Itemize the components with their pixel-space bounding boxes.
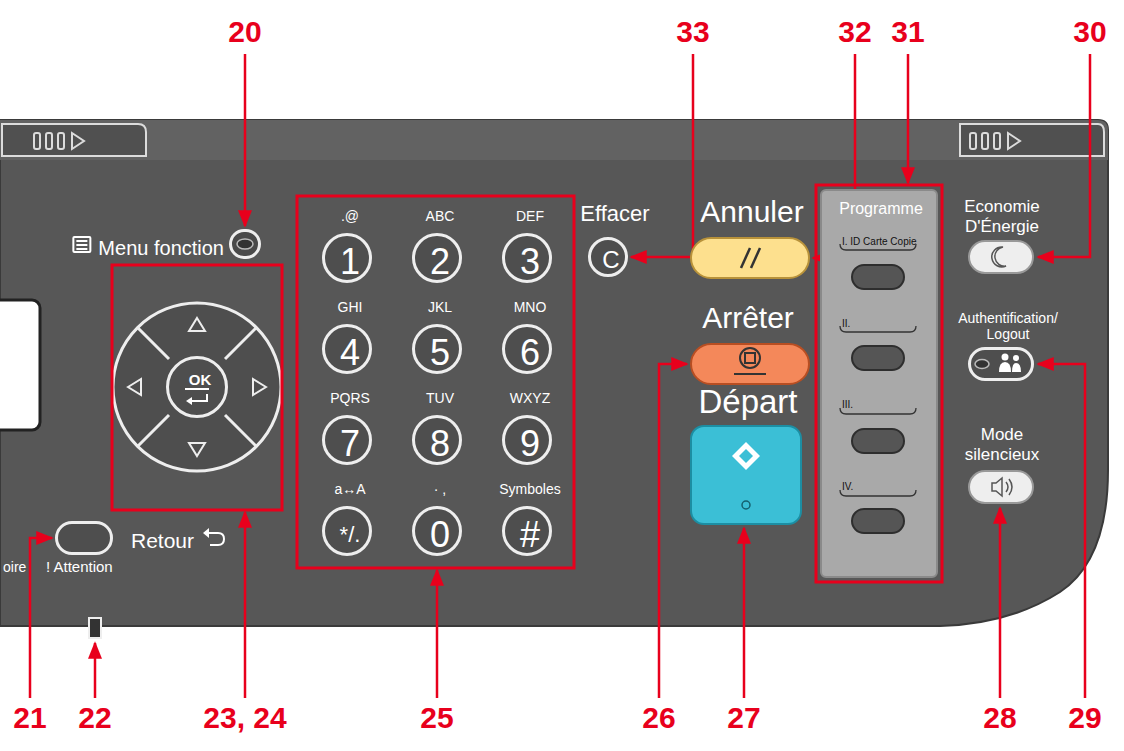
button-label: 9: [507, 423, 553, 464]
button-label: Programme: [824, 200, 938, 218]
button-label: III.: [842, 399, 918, 411]
button-label: Economie D'Énergie: [947, 197, 1057, 236]
key-letters: .@: [306, 208, 394, 224]
key-button: WXYZ9: [502, 415, 552, 465]
button-label: 7: [327, 423, 373, 464]
button-label: 4: [327, 332, 373, 373]
button-label: IV.: [842, 481, 918, 493]
key-button: MNO6: [502, 324, 552, 374]
button-label: II.: [842, 318, 918, 330]
button-label: Authentification/ Logout: [948, 310, 1068, 342]
button-label: Départ: [678, 383, 818, 421]
button-label: 5: [417, 332, 463, 373]
button-label: Retour: [131, 529, 205, 553]
button-label: 8: [417, 423, 463, 464]
button-label: #: [507, 514, 553, 555]
button-label: Annuler: [682, 195, 822, 230]
panel-text: oire: [3, 559, 43, 575]
program-button: II.: [851, 345, 905, 371]
callout-number: 23, 24: [190, 701, 300, 736]
callout-number: 27: [689, 701, 799, 736]
start-button: Départ: [690, 425, 802, 525]
key-button: · ,0: [412, 506, 462, 556]
key-letters: PQRS: [306, 390, 394, 406]
stop-button: Arrêter: [690, 343, 810, 385]
button-label: 6: [507, 332, 553, 373]
button-label: 3: [507, 241, 553, 282]
button-label: Menu fonction: [4, 237, 224, 260]
key-button: .@1: [322, 233, 372, 283]
program-panel: Programme I. ID Carte CopieII. III. IV.: [820, 189, 938, 578]
button-label: I. ID Carte Copie: [842, 236, 918, 248]
back-button: Retour: [55, 521, 113, 555]
button-label: 2: [417, 241, 463, 282]
callout-number: 33: [638, 15, 748, 50]
callout-number: 26: [604, 701, 714, 736]
callout-number: 30: [1035, 15, 1124, 50]
key-letters: Symboles: [486, 481, 574, 497]
button-label: OK: [180, 371, 220, 388]
callout-number: 20: [190, 15, 300, 50]
callout-number: 21: [0, 701, 85, 736]
key-letters: GHI: [306, 299, 394, 315]
callout-number: 25: [382, 701, 492, 736]
authentication-button: Authentification/ Logout: [968, 347, 1034, 381]
ok-button: OK: [166, 356, 228, 418]
quiet-mode-button: Mode silencieux: [968, 470, 1034, 504]
button-label: 0: [417, 514, 463, 555]
key-letters: TUV: [396, 390, 484, 406]
key-letters: a↔A: [306, 481, 394, 497]
button-label: Mode silencieux: [947, 425, 1057, 464]
program-button: III.: [851, 428, 905, 454]
key-button: DEF3: [502, 233, 552, 283]
key-letters: Effacer: [570, 201, 660, 226]
program-button: I. ID Carte Copie: [851, 264, 905, 290]
energy-saver-button: Economie D'Énergie: [968, 240, 1034, 274]
key-button: GHI4: [322, 324, 372, 374]
clear-button: EffacerC: [588, 237, 628, 277]
program-button: IV.: [851, 508, 905, 534]
key-button: Symboles#: [502, 506, 552, 556]
key-button: a↔A*/.: [322, 506, 372, 556]
callout-number: 28: [945, 701, 1055, 736]
key-letters: · ,: [396, 481, 484, 497]
key-letters: MNO: [486, 299, 574, 315]
key-button: TUV8: [412, 415, 462, 465]
key-button: ABC2: [412, 233, 462, 283]
key-letters: WXYZ: [486, 390, 574, 406]
callout-number: 22: [40, 701, 150, 736]
menu-button: Menu fonction: [229, 229, 261, 259]
key-button: JKL5: [412, 324, 462, 374]
callout-number: 29: [1030, 701, 1124, 736]
key-button: PQRS7: [322, 415, 372, 465]
callout-number: 31: [853, 15, 963, 50]
indicator-label: ! Attention: [46, 558, 156, 575]
key-letters: DEF: [486, 208, 574, 224]
key-letters: ABC: [396, 208, 484, 224]
button-label: 1: [327, 241, 373, 282]
key-letters: JKL: [396, 299, 484, 315]
button-label: Arrêter: [678, 301, 818, 336]
button-label: */.: [327, 522, 373, 547]
button-label: C: [596, 246, 626, 274]
reset-button: Annuler: [690, 237, 810, 279]
